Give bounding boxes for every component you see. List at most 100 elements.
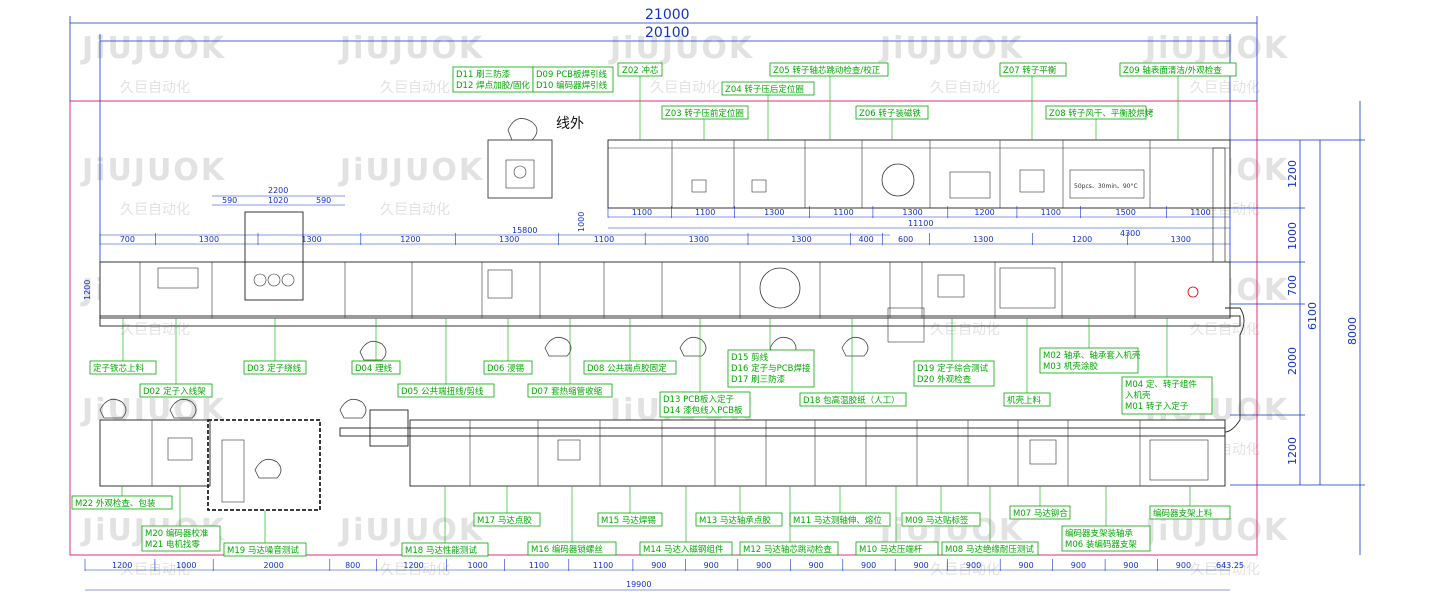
dim-winding-module: 2200 [268, 186, 288, 195]
dim-segment-upper_segments-0: 1100 [632, 208, 652, 217]
label-m18: M18 马达性能测试 [405, 545, 477, 556]
dim-segment-bottom_segments-9: 900 [704, 561, 719, 570]
screw-driver-unit [557, 439, 581, 461]
watermark-company: 久巨自动化 [120, 322, 190, 338]
dim-segment-bottom_segments-0: 1200 [112, 561, 132, 570]
dim-segment-bottom_segments-2: 2000 [264, 561, 284, 570]
label-box [855, 541, 939, 556]
dim-segment-upper_segments-2: 1300 [764, 208, 784, 217]
label-m20: M20 编码器校准 [145, 528, 209, 539]
motor-line [99, 409, 1226, 511]
dim-riser: 1000 [577, 212, 586, 232]
dim-segment-bottom_segments-5: 1000 [468, 561, 488, 570]
performance-tester [369, 409, 409, 447]
label-z07: Z07 转子平衡 [1003, 65, 1057, 76]
dim-segment-bottom_segments-15: 900 [1018, 561, 1033, 570]
label-m16: M16 编码器锁螺丝 [531, 544, 603, 555]
operator-icon [99, 398, 127, 419]
dim-segment-bottom_segments-6: 1100 [529, 561, 549, 570]
dim-module-sub-3: 590 [316, 196, 331, 205]
label-m14: M14 马达入磁钢组件 [643, 544, 724, 555]
label-m04-cont: 入机壳 [1125, 390, 1151, 401]
label-z06: Z06 转子装磁铁 [859, 108, 921, 119]
label-z08: Z08 转子风干、平衡胶烘烤 [1049, 108, 1154, 119]
label-m15: M15 马达焊锡 [601, 515, 656, 526]
rotor-station-dividers [671, 140, 1151, 208]
label-housing-load: 机壳上料 [1007, 395, 1042, 406]
oven-spec: 50pcs、30min、90°C [1074, 183, 1138, 190]
label-m06: M06 装编码器支架 [1065, 539, 1137, 550]
dim-left-height: 1200 [83, 280, 92, 300]
label-d15: D15 剪线 [731, 352, 769, 363]
watermark-tile: JiUJUOK 久巨自动化 [338, 153, 482, 218]
rotor-fixture [691, 179, 707, 193]
watermark-tile: JiUJUOK 久巨自动化 [878, 31, 1022, 96]
dim-segment-upper_segments-5: 1200 [974, 208, 994, 217]
label-m19: M19 马达噪音测试 [227, 545, 299, 556]
label-d13: D13 PCB板入定子 [663, 394, 734, 405]
watermark-logo: JiUJUOK [608, 31, 754, 66]
dim-right-seg-3: 700 [1286, 275, 1299, 296]
label-box [999, 62, 1067, 77]
dim-segment-bottom_segments-17: 900 [1123, 561, 1138, 570]
label-box [769, 62, 889, 77]
off-line-label: 线外 [556, 116, 584, 132]
dim-segment-middle_segments-10: 1300 [973, 235, 993, 244]
label-box [799, 392, 907, 407]
watermark-tile: JiUJUOK 久巨自动化 [1143, 513, 1287, 578]
winding-head [253, 273, 267, 287]
dim-segment-middle_segments-3: 1200 [400, 235, 420, 244]
stator-line-conveyor [99, 315, 1241, 327]
watermark-tile: JiUJUOK 久巨自动化 [608, 31, 754, 96]
watermark-company: 久巨自动化 [380, 80, 450, 96]
dim-right-seg-4: 2000 [1286, 347, 1299, 375]
label-box [141, 525, 221, 552]
dim-segment-middle_segments-1: 1300 [199, 235, 219, 244]
label-z03: Z03 转子压前定位圈 [665, 108, 744, 119]
noise-bench [221, 439, 245, 503]
label-z04: Z04 转子压后定位圈 [725, 84, 804, 95]
dim-module-sub-1: 590 [222, 196, 237, 205]
dim-segment-middle_segments-5: 1100 [594, 235, 614, 244]
dim-segment-bottom_segments-18: 900 [1176, 561, 1191, 570]
dim-segment-middle_segments-12: 1300 [1171, 235, 1191, 244]
operator-icon [544, 336, 572, 357]
label-d08: D08 公共端点胶固定 [587, 363, 667, 374]
label-box [532, 66, 614, 93]
label-encoder-load: 编码器支架上料 [1153, 508, 1213, 519]
operator-icon [254, 458, 282, 479]
rotor-fixture [751, 179, 767, 193]
noise-test-room [207, 419, 321, 511]
label-d11: D11 刷三防漆 [456, 69, 511, 80]
magnet-rotary-table [881, 163, 915, 197]
label-m07: M07 马达铆合 [1013, 508, 1068, 519]
label-z09: Z09 轴表面清洁/外观检查 [1123, 65, 1222, 76]
label-box [661, 105, 749, 120]
label-box [1061, 525, 1151, 552]
label-m22: M22 外观检查、包装 [75, 498, 156, 509]
encoder-calibrator [167, 437, 193, 461]
label-m13: M13 马达轴承点胶 [699, 515, 771, 526]
dim-right-seg-5: 1200 [1286, 437, 1299, 465]
watermark-logo: JiUJUOK [1143, 31, 1289, 66]
label-d18: D18 包高温胶纸（人工） [803, 395, 900, 406]
right-dimensions [1230, 101, 1365, 555]
stator-core-feeder [157, 267, 199, 289]
label-m10: M10 马达压端杆 [859, 544, 923, 555]
label-box [659, 391, 751, 418]
label-m21: M21 电机找零 [145, 539, 200, 550]
rotor-line-frame [607, 139, 1231, 209]
label-m08: M08 马达绝缘耐压测试 [945, 544, 1034, 555]
label-m12: M12 马达轴芯跳动检查 [743, 544, 832, 555]
label-d17: D17 刷三防漆 [731, 374, 786, 385]
return-loop-conveyor [1224, 307, 1245, 433]
motor-station-dividers [469, 420, 1141, 486]
label-m01: M01 转子入定子 [1125, 401, 1189, 412]
signal-lamp [1187, 286, 1199, 298]
label-m11: M11 马达测轴伸、熔位 [793, 515, 882, 526]
dim-segment-bottom_segments-7: 1100 [593, 561, 613, 570]
watermark-company: 久巨自动化 [1190, 322, 1260, 338]
operator-icon [507, 118, 538, 141]
label-box [1121, 376, 1213, 415]
